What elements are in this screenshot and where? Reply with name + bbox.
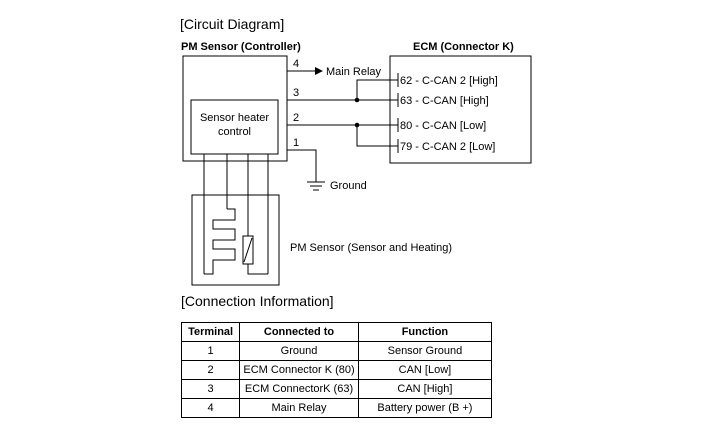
heater-element-icon [212, 208, 236, 268]
ground-label: Ground [330, 180, 367, 192]
resistor-slash [243, 237, 253, 263]
main-relay-label: Main Relay [326, 66, 382, 78]
ecm-pin-80-label: 80 - C-CAN [Low] [400, 120, 486, 132]
ecm-connector-title: ECM (Connector K) [413, 41, 514, 53]
column-header-function: Function [357, 322, 493, 342]
heater-wire [204, 268, 214, 275]
terminal-cell: 3 [180, 379, 241, 399]
connection-info-heading: [Connection Information] [181, 293, 334, 309]
connection-info-table: Terminal Connected to Function 1 Ground … [180, 322, 493, 418]
pin-3-label: 3 [293, 87, 299, 99]
pin-2-label: 2 [293, 112, 299, 124]
arrow-right-icon [315, 67, 323, 75]
terminal-cell: 1 [180, 341, 241, 361]
connected-to-cell: Main Relay [239, 398, 359, 418]
table-header-row: Terminal Connected to Function [180, 322, 493, 342]
terminal-cell: 4 [180, 398, 241, 418]
ecm-connector-box [389, 55, 532, 164]
pm-sensor-controller-box [182, 55, 288, 162]
junction-dot [354, 97, 360, 103]
function-cell: Battery power (B +) [357, 398, 493, 418]
connected-to-cell: Ground [239, 341, 359, 361]
pm-sensor-heating-box [191, 194, 280, 286]
ecm-pin-79-label: 79 - C-CAN 2 [Low] [400, 141, 495, 153]
pm-sensor-heating-label: PM Sensor (Sensor and Heating) [290, 242, 452, 254]
table-row: 2 ECM Connector K (80) CAN [Low] [180, 360, 493, 380]
function-cell: Sensor Ground [357, 341, 493, 361]
heater-label-line2: control [218, 126, 251, 138]
pin-4-label: 4 [293, 58, 299, 70]
connected-to-cell: ECM ConnectorK (63) [239, 379, 359, 399]
table-row: 4 Main Relay Battery power (B +) [180, 398, 493, 418]
junction-dot [354, 122, 360, 128]
ground-icon [307, 181, 325, 191]
heater-label-line1: Sensor heater [200, 112, 269, 124]
pm-sensor-controller-title: PM Sensor (Controller) [181, 41, 301, 53]
sensor-heater-control-box [190, 99, 279, 155]
sensor-wire [247, 264, 268, 275]
function-cell: CAN [Low] [357, 360, 493, 380]
circuit-diagram-heading: [Circuit Diagram] [180, 16, 284, 32]
column-header-terminal: Terminal [180, 322, 241, 342]
table-row: 3 ECM ConnectorK (63) CAN [High] [180, 379, 493, 399]
connected-to-cell: ECM Connector K (80) [239, 360, 359, 380]
ecm-pin-62-label: 62 - C-CAN 2 [High] [400, 75, 498, 87]
column-header-connected-to: Connected to [239, 322, 359, 342]
ground-wire [287, 149, 317, 182]
table-row: 1 Ground Sensor Ground [180, 341, 493, 361]
pin-1-label: 1 [293, 137, 299, 149]
can2-high-branch-wire [356, 79, 398, 100]
ecm-pin-63-label: 63 - C-CAN [High] [400, 95, 489, 107]
terminal-cell: 2 [180, 360, 241, 380]
can2-low-branch-wire [356, 125, 398, 147]
function-cell: CAN [High] [357, 379, 493, 399]
